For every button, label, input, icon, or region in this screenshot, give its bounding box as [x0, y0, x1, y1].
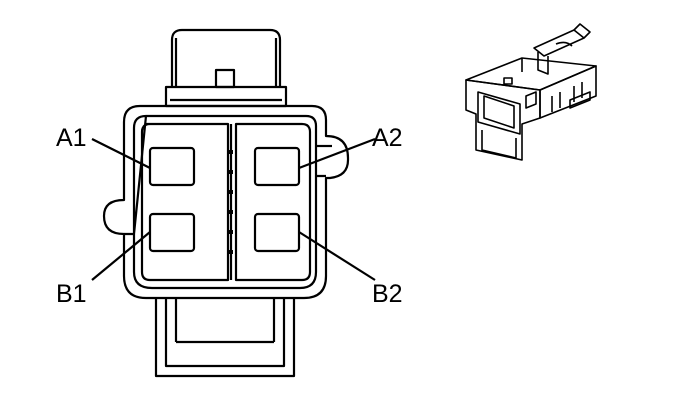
terminal-b2 — [253, 212, 301, 253]
connector-bottom-tab — [154, 298, 296, 378]
connector-cavity-left — [140, 122, 230, 282]
terminal-a1 — [148, 146, 196, 187]
leader-line-b2 — [298, 231, 376, 281]
leader-line-a1 — [91, 138, 151, 169]
pin-label-a2: A2 — [372, 124, 403, 152]
connector-body — [102, 104, 350, 300]
pin-label-b2: B2 — [372, 280, 403, 308]
connector-cavity-right — [234, 122, 312, 282]
terminal-b1 — [148, 212, 196, 253]
leader-line-a2 — [298, 137, 376, 170]
pin-label-b1: B1 — [56, 280, 87, 308]
leader-line-b1 — [91, 231, 151, 281]
connector-isometric-thumbnail — [465, 23, 597, 161]
connector-top-latch — [164, 28, 288, 108]
terminal-a2 — [253, 146, 301, 187]
connector-center-ticks — [229, 150, 233, 254]
pin-label-a1: A1 — [56, 124, 87, 152]
